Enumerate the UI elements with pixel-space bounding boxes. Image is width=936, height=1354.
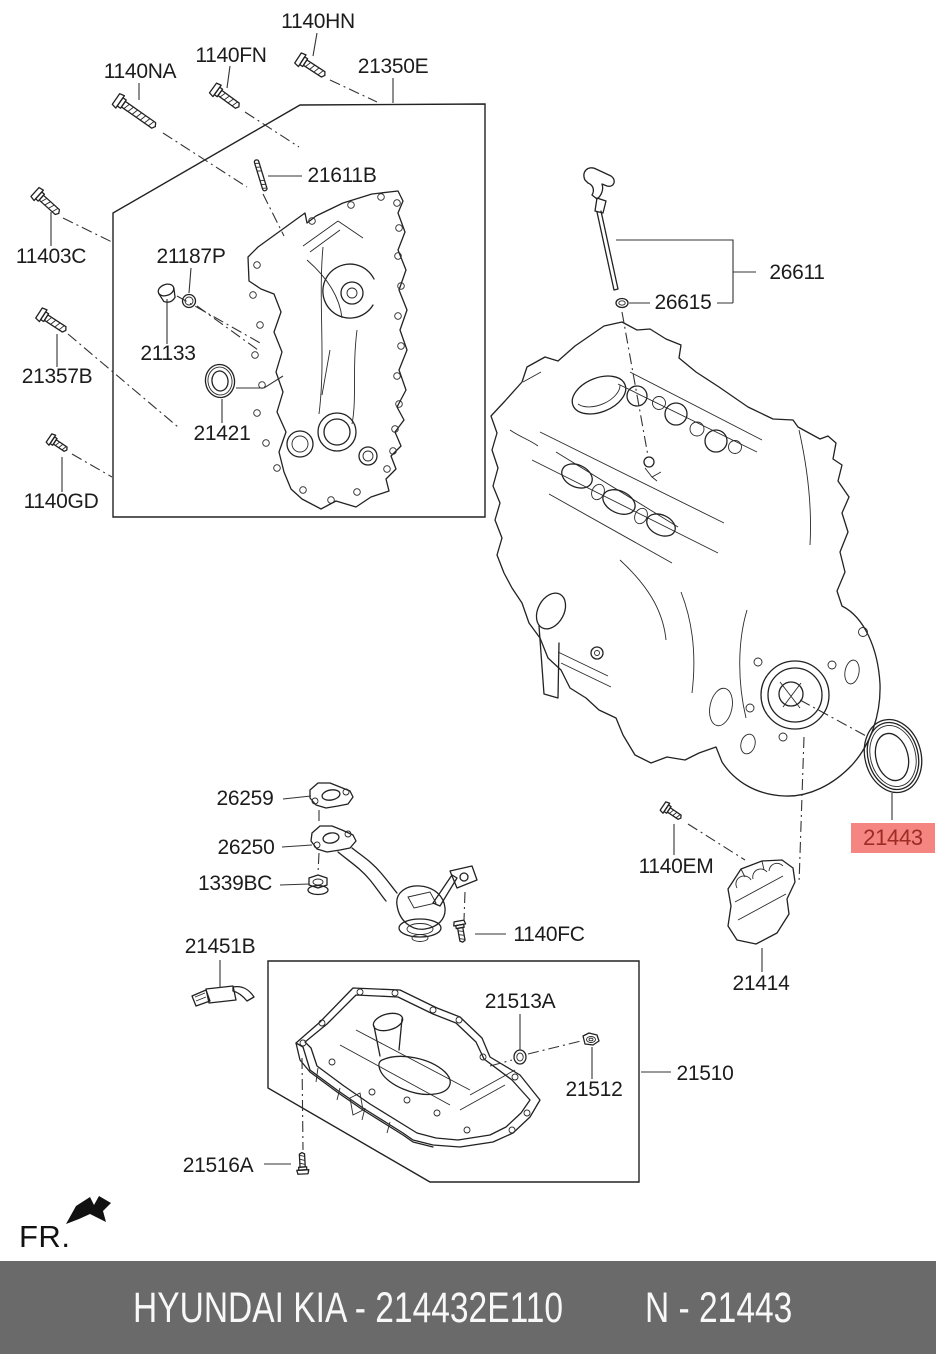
part-label-1140gd[interactable]: 1140GD	[23, 490, 99, 513]
part-label-1140na[interactable]: 1140NA	[103, 60, 177, 83]
part-label-26615[interactable]: 26615	[654, 291, 712, 314]
bolt-1140na-drawing	[111, 92, 161, 134]
plug-21512-drawing	[582, 1032, 600, 1046]
part-label-26259[interactable]: 26259	[216, 787, 274, 810]
part-label-1140em[interactable]: 1140EM	[638, 855, 714, 878]
bolt-21357b-drawing	[34, 306, 71, 337]
part-label-21611b[interactable]: 21611B	[307, 164, 377, 187]
part-label-21414[interactable]: 21414	[732, 972, 790, 995]
part-label-1339bc[interactable]: 1339BC	[197, 872, 273, 895]
footer-part-number: N - 21443	[645, 1284, 793, 1332]
part-label-1140fn[interactable]: 1140FN	[195, 44, 267, 67]
assembly-dashdot-lines	[62, 79, 869, 1151]
footer-part-code: HYUNDAI KIA - 214432E110	[133, 1284, 564, 1332]
part-label-11403c[interactable]: 11403C	[15, 245, 87, 268]
part-label-21451b[interactable]: 21451B	[184, 935, 256, 958]
bolt-21516a-drawing	[295, 1151, 310, 1175]
part-label-1140fc[interactable]: 1140FC	[513, 923, 585, 946]
part-label-21516a[interactable]: 21516A	[182, 1154, 254, 1177]
front-direction-arrow-icon	[66, 1196, 111, 1224]
stud-21611b-drawing	[253, 159, 268, 192]
plug-1339bc-drawing	[307, 874, 329, 896]
oil-pan-group-box	[267, 960, 640, 1183]
timing-cover-group-box	[112, 103, 486, 518]
timing-cover-drawing	[247, 190, 408, 510]
oring-21187p-drawing	[181, 293, 197, 309]
bolt-1140hn-drawing	[293, 51, 330, 82]
part-label-26611[interactable]: 26611	[769, 261, 825, 284]
bolt-1140fc-drawing	[452, 919, 470, 944]
front-marker-label: FR.	[19, 1219, 71, 1254]
part-label-21510[interactable]: 21510	[676, 1062, 734, 1085]
plug-21133-drawing	[157, 283, 176, 303]
dipstick-drawing	[583, 167, 629, 309]
bolt-1140gd-drawing	[44, 432, 71, 456]
bolt-11403c-drawing	[29, 186, 65, 220]
part-label-21443-highlighted[interactable]: 21443	[851, 823, 935, 853]
seal-21443-drawing	[863, 718, 923, 794]
part-label-21357b[interactable]: 21357B	[21, 365, 93, 388]
part-label-21512[interactable]: 21512	[565, 1078, 623, 1101]
footer-bar: HYUNDAI KIA - 214432E110 N - 21443	[0, 1261, 936, 1354]
part-label-21187p[interactable]: 21187P	[156, 245, 226, 268]
washer-21513a-drawing	[513, 1049, 527, 1065]
bolt-1140fn-drawing	[208, 81, 244, 114]
engine-block-drawing	[490, 321, 881, 797]
part-label-21350e[interactable]: 21350E	[357, 55, 429, 78]
part-label-21513a[interactable]: 21513A	[484, 990, 556, 1013]
bolt-1140em-drawing	[658, 800, 685, 824]
part-label-1140hn[interactable]: 1140HN	[281, 10, 355, 33]
leader-lines	[50, 32, 893, 1165]
baffle-21414-drawing	[727, 859, 796, 945]
part-label-26250[interactable]: 26250	[217, 836, 275, 859]
oil-pickup-drawing	[309, 782, 478, 942]
part-label-21421[interactable]: 21421	[193, 422, 251, 445]
strainer-21451b-drawing	[191, 985, 255, 1007]
oil-pan-drawing	[295, 987, 541, 1148]
seal-21421-drawing	[204, 363, 236, 399]
part-label-21133[interactable]: 21133	[140, 342, 196, 365]
